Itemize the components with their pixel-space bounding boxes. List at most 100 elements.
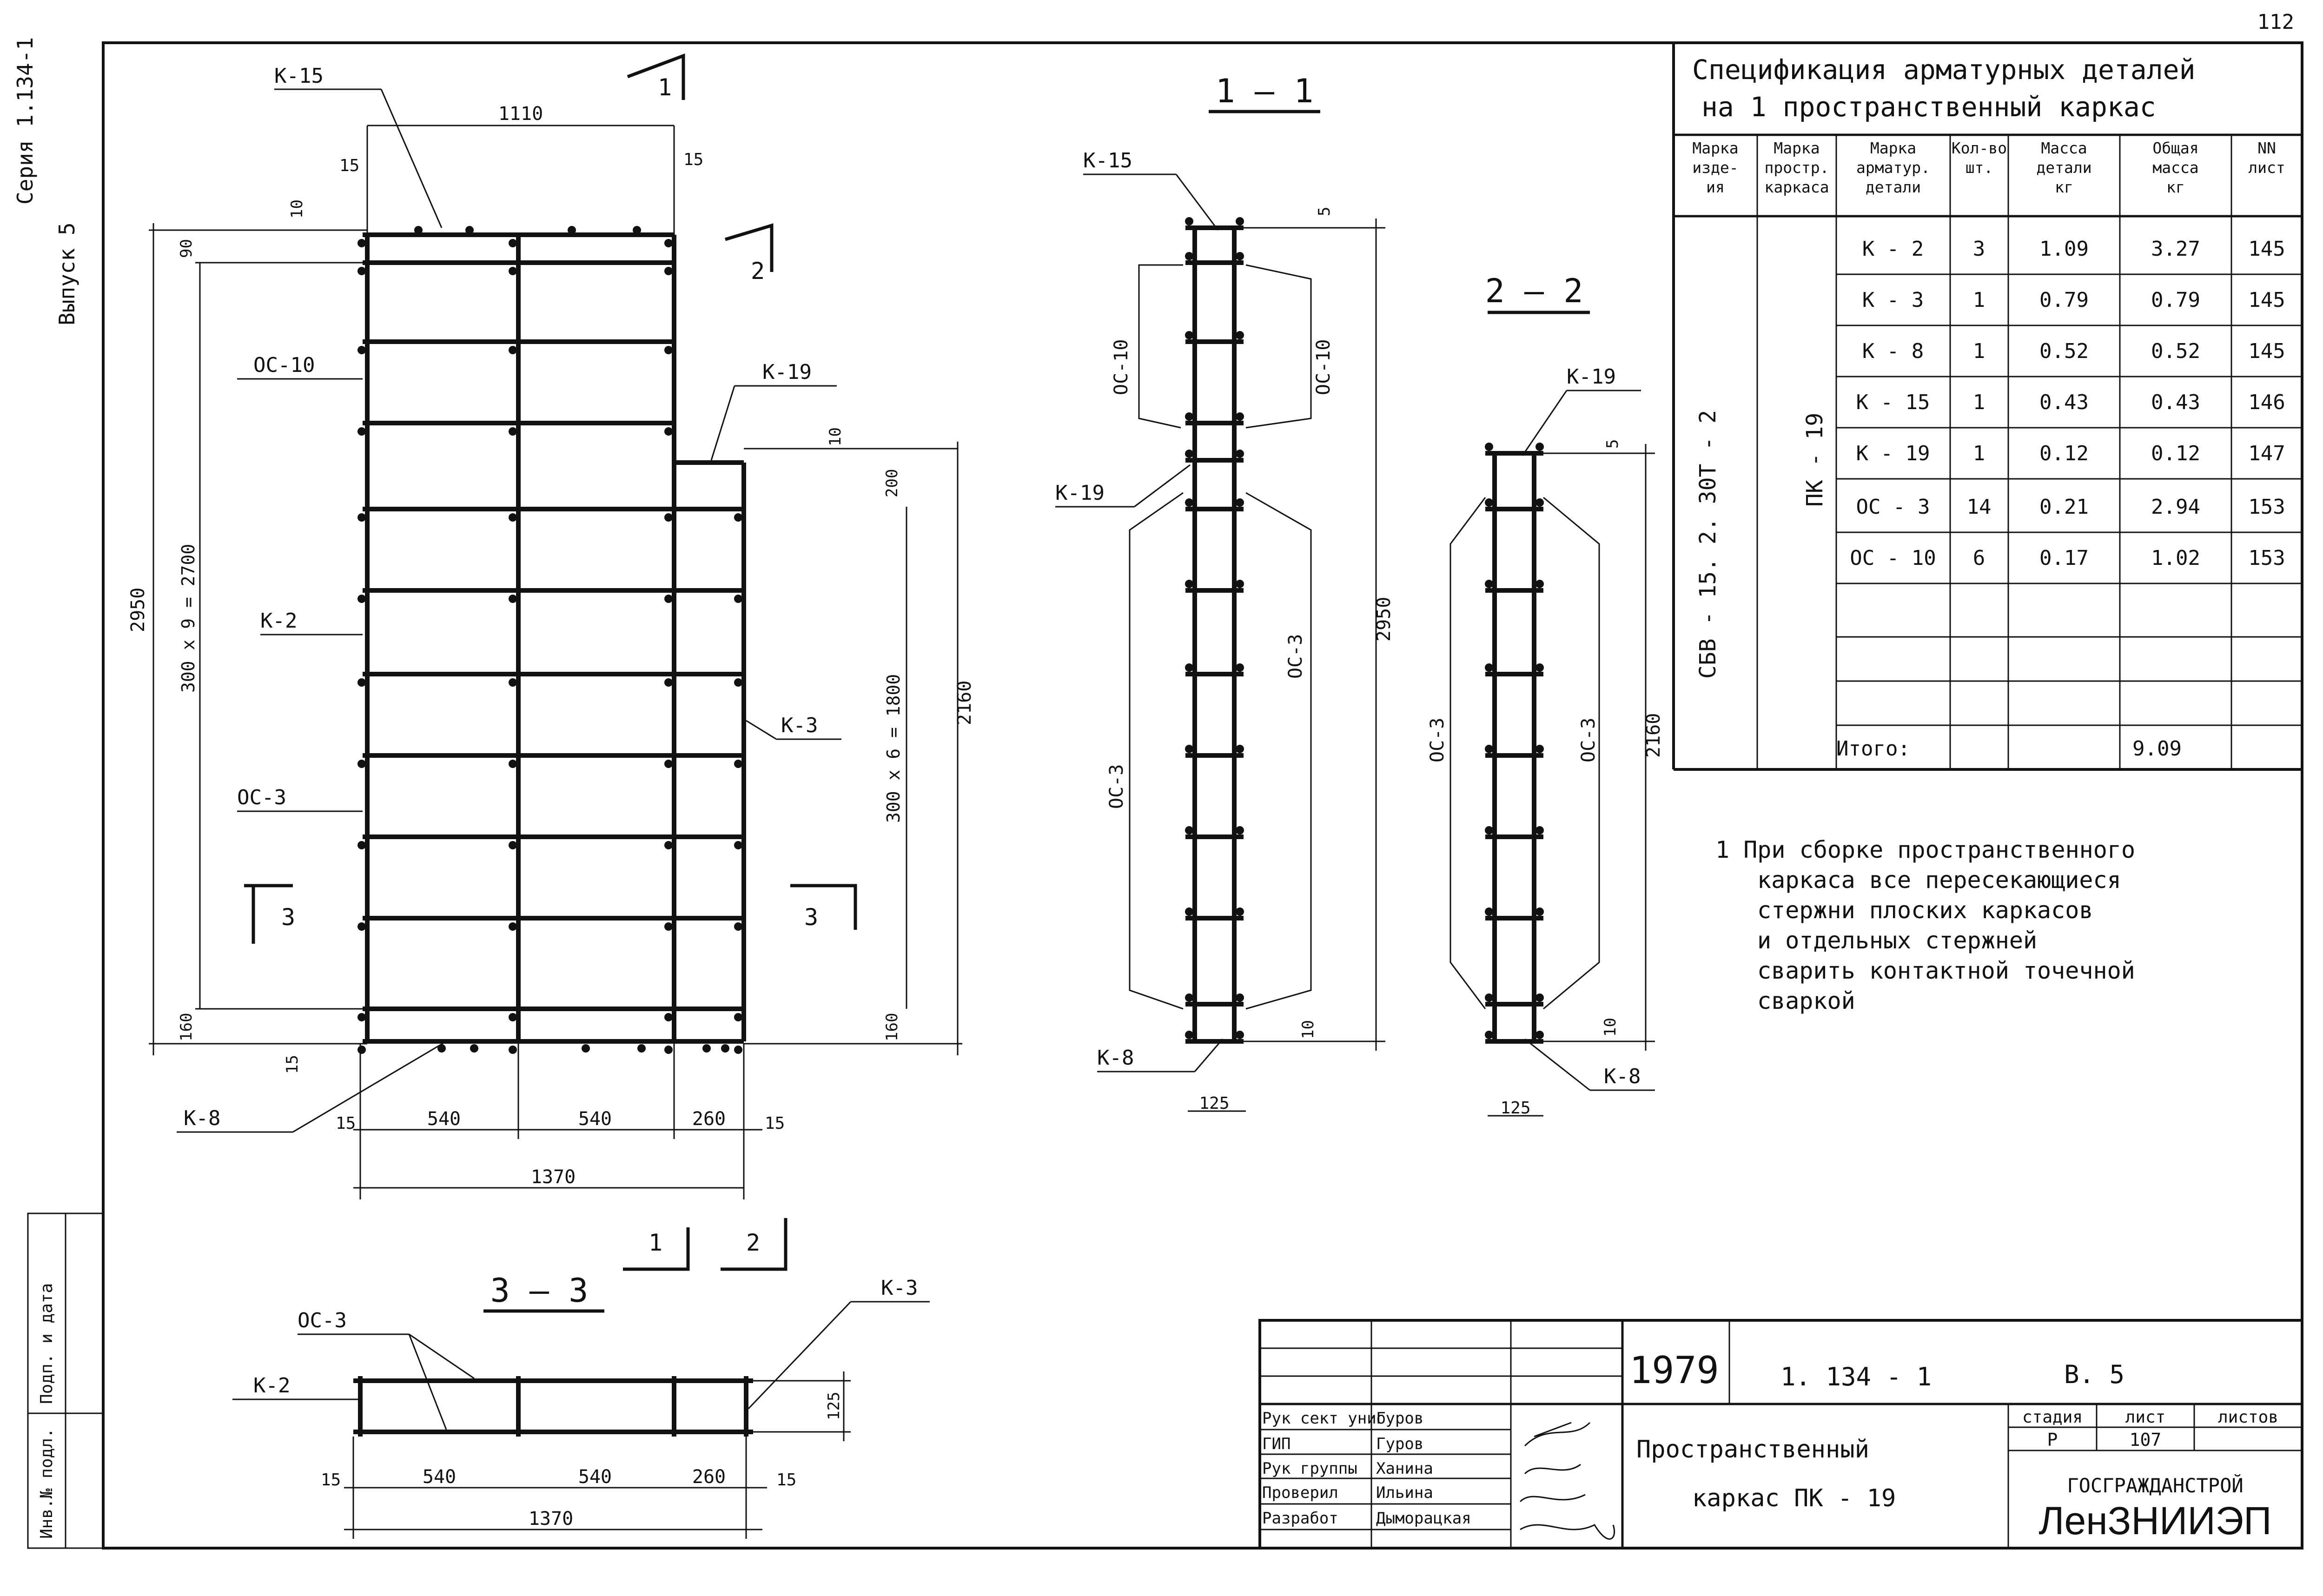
s1-dim-bottom: 10 (1299, 1020, 1317, 1039)
s3-label-os3: ОС-3 (298, 1309, 347, 1332)
weld-dot (357, 760, 366, 768)
s2-dim-top: 5 (1603, 439, 1622, 449)
issue-label: Выпуск 5 (54, 222, 79, 325)
rung-dot (1485, 580, 1493, 588)
weld-dot (357, 595, 366, 603)
tb-sheet: 107 (2130, 1430, 2162, 1450)
cut-mark-1-top: 1 (658, 74, 672, 101)
plan-dim-seg-1: 15 (336, 1114, 356, 1133)
weld-dot (734, 1046, 742, 1054)
rung-dot (1185, 1031, 1193, 1039)
weld-dot (509, 513, 517, 522)
plan-label-k19: К-19 (762, 360, 812, 384)
spec-frame-mark: ПК - 19 (1802, 413, 1828, 507)
weld-dot (509, 346, 517, 354)
plan-dim-seg-5: 15 (765, 1114, 785, 1133)
rung-dot (1236, 826, 1244, 834)
spec-cell: ОС - 3 (1856, 495, 1930, 519)
s3-dim-seg-4: 260 (692, 1466, 726, 1488)
spec-cell: 0.43 (2151, 391, 2200, 414)
plan-dim-top-step: 90 (177, 239, 196, 258)
spec-cell: 3 (1973, 237, 1985, 261)
s2-dim-height: 2160 (1643, 713, 1664, 758)
plan-dim-left-pitch: 300 x 9 = 2700 (178, 544, 199, 693)
cut-mark-2-top: 2 (751, 258, 765, 285)
rung-dot (1185, 252, 1193, 260)
rung-dot (1535, 826, 1544, 834)
spec-title-1: Спецификация арматурных деталей (1692, 54, 2196, 86)
rung-dot (1485, 745, 1493, 753)
weld-dot (734, 1013, 742, 1021)
plan-label-os10: ОС-10 (253, 353, 315, 377)
weld-dot (357, 678, 366, 687)
s3-cut-mark-1: 1 (649, 1229, 662, 1256)
s3-cut-mark-2: 2 (746, 1229, 760, 1256)
top-bar-dot (465, 226, 474, 234)
s1-label-os3-left: ОС-3 (1106, 764, 1127, 809)
tb-doc-code: 1. 134 - 1 (1780, 1362, 1932, 1391)
stamp-sign-date: Подп. и дата (37, 1283, 56, 1404)
tb-role: Проверил (1262, 1483, 1338, 1502)
rung-dot (1485, 443, 1493, 451)
note-line: сваркой (1757, 987, 1855, 1014)
side-stamp: Подп. и дата Инв.№ подл. (27, 1212, 104, 1549)
plan-label-os3: ОС-3 (237, 786, 286, 809)
spec-cell: К - 8 (1862, 339, 1924, 363)
spec-cell: 0.79 (2151, 288, 2200, 312)
rung-dot (1185, 826, 1193, 834)
rung-dot (1236, 498, 1244, 507)
weld-dot (357, 346, 366, 354)
s3-dim-seg-2: 540 (423, 1466, 456, 1488)
rung-dot (1185, 907, 1193, 916)
weld-dot (357, 922, 366, 931)
spec-cell: 0.79 (2039, 288, 2089, 312)
tb-issue-code: В. 5 (2064, 1360, 2124, 1389)
weld-dot (509, 595, 517, 603)
s2-dim-bottom: 10 (1601, 1018, 1620, 1037)
weld-dot (509, 239, 517, 247)
spec-cell: 0.12 (2039, 442, 2089, 465)
weld-dot (664, 922, 673, 931)
tb-name-2: каркас ПК - 19 (1692, 1484, 1896, 1512)
s3-dim-seg-5: 15 (776, 1470, 796, 1490)
plan-dim-right-top-step: 200 (883, 469, 901, 497)
tb-role: Рук группы (1262, 1459, 1357, 1478)
rung-dot (1185, 331, 1193, 339)
section-1-1-title: 1 — 1 (1216, 72, 1314, 110)
spec-cell: 2.94 (2151, 495, 2200, 519)
spec-cell: К - 15 (1856, 391, 1930, 414)
rung-dot (1535, 1031, 1544, 1039)
s1-label-os10-right: ОС-10 (1313, 339, 1334, 395)
plan-dim-seg-2: 540 (427, 1108, 461, 1130)
tb-name: Ильина (1376, 1483, 1433, 1502)
top-bar-dot (414, 226, 423, 234)
spec-cell: 0.21 (2039, 495, 2089, 519)
rung-dot (1185, 412, 1193, 421)
rung-dot (1185, 663, 1193, 672)
section-2-2-title: 2 — 2 (1485, 272, 1583, 310)
s1-label-os10-left: ОС-10 (1111, 339, 1132, 395)
rung-dot (1485, 907, 1493, 916)
bottom-bar-dot (721, 1044, 729, 1053)
weld-dot (509, 427, 517, 436)
note-line: сварить контактной точечной (1757, 957, 2135, 984)
spec-total-label: Итого: (1836, 737, 1910, 761)
rung-dot (1236, 1031, 1244, 1039)
spec-cell: 145 (2248, 237, 2285, 261)
signatures (1519, 1422, 1615, 1540)
plan-dim-bottom-step-left: 160 (177, 1013, 196, 1041)
tb-sheet-header: лист (2125, 1408, 2166, 1427)
weld-dot (509, 1013, 517, 1021)
sheet-border (102, 41, 2303, 1550)
weld-dot (357, 1046, 366, 1054)
note-line: стержни плоских каркасов (1757, 897, 2093, 924)
tb-org-2: ЛенЗНИИЭП (2038, 1499, 2271, 1543)
rung-dot (1236, 252, 1244, 260)
s1-dim-height: 2950 (1373, 597, 1395, 642)
